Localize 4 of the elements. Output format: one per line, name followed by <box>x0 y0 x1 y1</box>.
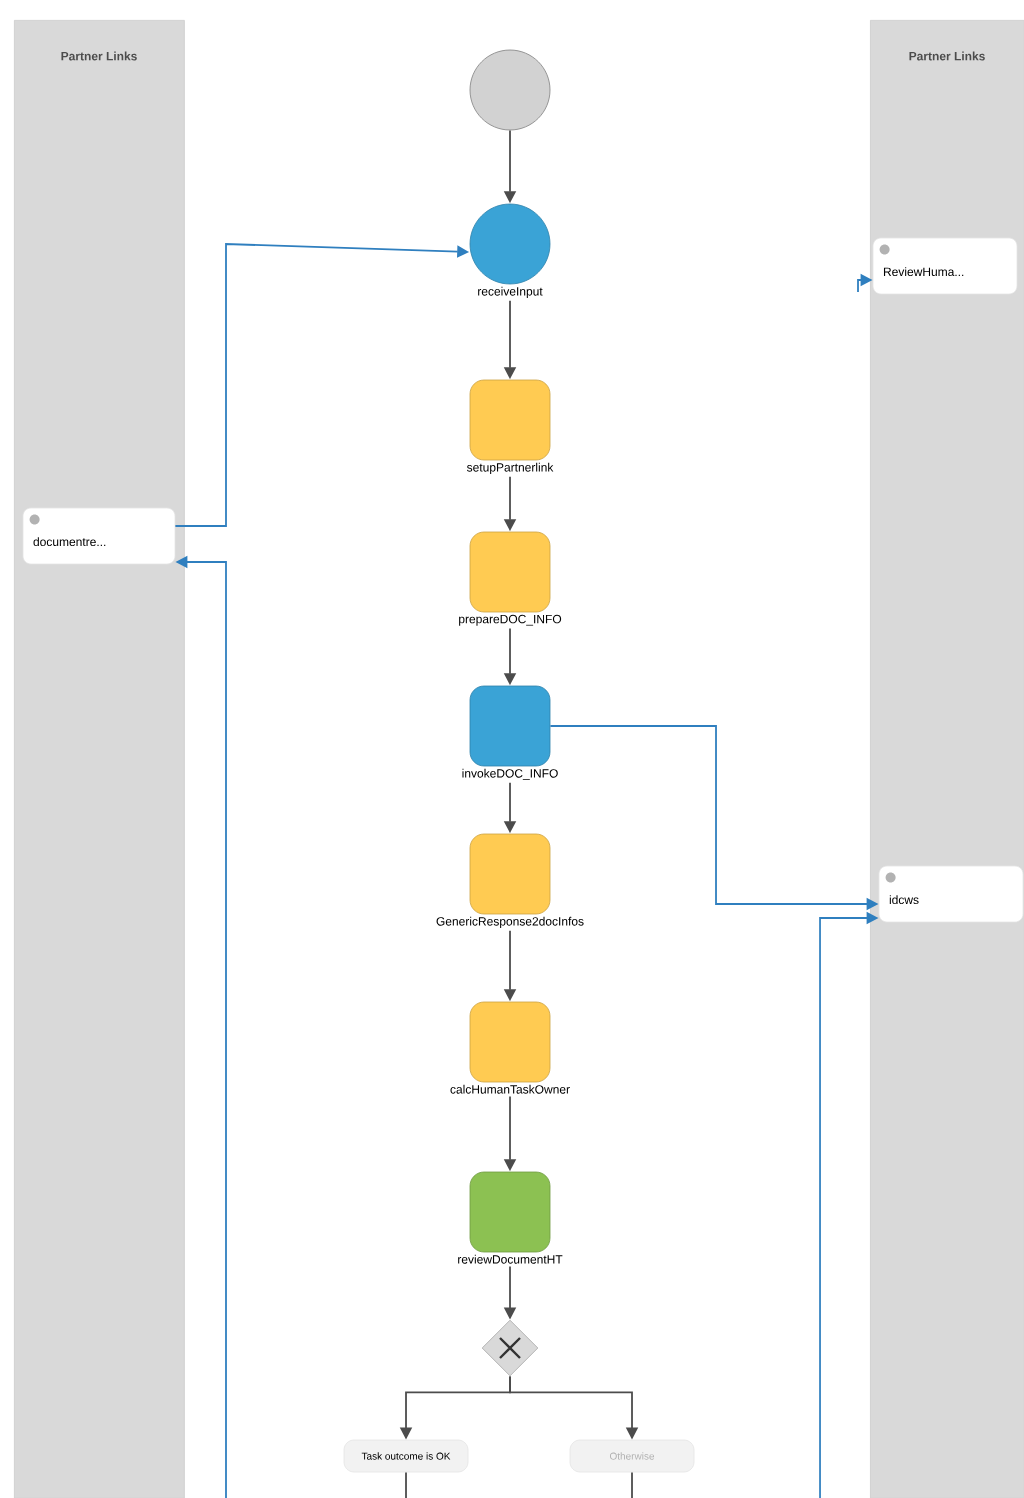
connector <box>405 1471 407 1498</box>
start-circle <box>469 49 551 131</box>
connector <box>631 1471 633 1498</box>
gateway-diamond <box>481 1319 539 1377</box>
